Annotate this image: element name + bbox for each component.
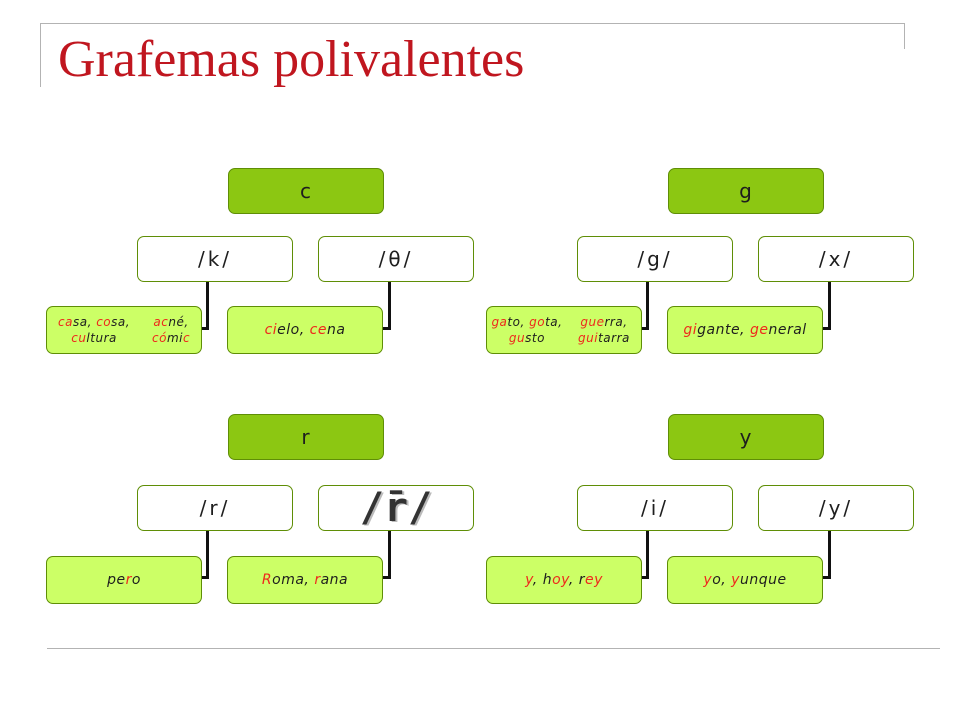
left-rule bbox=[40, 23, 41, 87]
highlighted-letters: c bbox=[182, 331, 191, 345]
plain-letters: o bbox=[131, 571, 141, 588]
highlighted-letters: ey bbox=[585, 571, 603, 588]
plain-letters: rra, bbox=[604, 314, 628, 329]
example-line: gato, gota, gusto bbox=[487, 314, 567, 346]
highlighted-letters: ga bbox=[491, 314, 508, 329]
example-line: casa, cosa, cultura bbox=[47, 314, 141, 346]
highlighted-letters: go bbox=[529, 314, 546, 329]
plain-letters: pe bbox=[107, 571, 126, 588]
grapheme-y: y bbox=[668, 414, 824, 460]
grapheme-g: g bbox=[668, 168, 824, 214]
highlighted-letters: oy bbox=[552, 571, 569, 588]
highlighted-letters: r bbox=[125, 571, 132, 588]
connector-theta bbox=[375, 282, 391, 330]
plain-letters: tarra bbox=[598, 331, 630, 345]
plain-letters: gante, bbox=[697, 321, 750, 338]
highlighted-letters: y bbox=[525, 571, 533, 588]
slide-title: Grafemas polivalentes bbox=[58, 31, 525, 88]
phoneme-theta: /θ/ bbox=[318, 236, 474, 282]
phoneme-rr: /r̄/ bbox=[318, 485, 474, 531]
examples-i: y, hoy, rey bbox=[486, 556, 642, 604]
right-rule bbox=[904, 23, 905, 49]
phoneme-i: /i/ bbox=[577, 485, 733, 531]
example-line: Roma, rana bbox=[262, 571, 348, 590]
phoneme-r: /r/ bbox=[137, 485, 293, 531]
examples-theta: cielo, cena bbox=[227, 306, 383, 354]
highlighted-letters: gue bbox=[580, 314, 605, 329]
highlighted-letters: ce bbox=[309, 321, 327, 338]
plain-letters: sa, bbox=[111, 314, 131, 329]
highlighted-letters: cu bbox=[71, 331, 87, 345]
highlighted-letters: y bbox=[703, 571, 713, 588]
highlighted-letters: gui bbox=[578, 331, 599, 345]
phoneme-g: /g/ bbox=[577, 236, 733, 282]
grapheme-c: c bbox=[228, 168, 384, 214]
plain-letters: mi bbox=[166, 331, 183, 345]
example-line: guerra, guitarra bbox=[567, 314, 641, 346]
plain-letters: sto bbox=[525, 331, 545, 345]
plain-letters: neral bbox=[768, 321, 807, 338]
example-line: acné, cómic bbox=[141, 314, 201, 346]
highlighted-letters: r bbox=[314, 571, 321, 588]
example-line: gigante, general bbox=[683, 321, 806, 340]
trilled-r-glyph: /r̄/ bbox=[359, 485, 433, 531]
example-line: y, hoy, rey bbox=[525, 571, 603, 590]
highlighted-letters: co bbox=[96, 314, 112, 329]
bottom-rule bbox=[47, 648, 940, 649]
plain-letters: , h bbox=[532, 571, 553, 588]
plain-letters: ta, bbox=[545, 314, 563, 329]
plain-letters: elo, bbox=[277, 321, 310, 338]
plain-letters: o, bbox=[712, 571, 732, 588]
highlighted-letters: ca bbox=[58, 314, 73, 329]
phoneme-k: /k/ bbox=[137, 236, 293, 282]
connector-x bbox=[815, 282, 831, 330]
highlighted-letters: ge bbox=[749, 321, 769, 338]
example-line: cielo, cena bbox=[265, 321, 346, 340]
plain-letters: ltura bbox=[86, 331, 117, 345]
plain-letters: oma, bbox=[272, 571, 315, 588]
plain-letters: sa, bbox=[72, 314, 97, 329]
plain-letters: , r bbox=[568, 571, 585, 588]
plain-letters: né, bbox=[168, 314, 189, 329]
plain-letters: to, bbox=[507, 314, 530, 329]
plain-letters: unque bbox=[739, 571, 787, 588]
examples-x: gigante, general bbox=[667, 306, 823, 354]
phoneme-y: /y/ bbox=[758, 485, 914, 531]
plain-letters: na bbox=[326, 321, 346, 338]
example-line: yo, yunque bbox=[703, 571, 786, 590]
examples-rr: Roma, rana bbox=[227, 556, 383, 604]
plain-letters: ana bbox=[320, 571, 349, 588]
highlighted-letters: gu bbox=[508, 331, 526, 345]
highlighted-letters: y bbox=[731, 571, 740, 588]
example-line: pero bbox=[107, 571, 141, 590]
examples-y: yo, yunque bbox=[667, 556, 823, 604]
connector-rr bbox=[375, 531, 391, 579]
highlighted-letters: có bbox=[152, 331, 167, 345]
top-rule bbox=[40, 23, 905, 24]
phoneme-x: /x/ bbox=[758, 236, 914, 282]
highlighted-letters: ac bbox=[153, 314, 169, 329]
grapheme-r: r bbox=[228, 414, 384, 460]
highlighted-letters: R bbox=[261, 571, 273, 588]
highlighted-letters: ci bbox=[264, 321, 278, 338]
highlighted-letters: gi bbox=[683, 321, 698, 338]
connector-y bbox=[815, 531, 831, 579]
examples-r: pero bbox=[46, 556, 202, 604]
